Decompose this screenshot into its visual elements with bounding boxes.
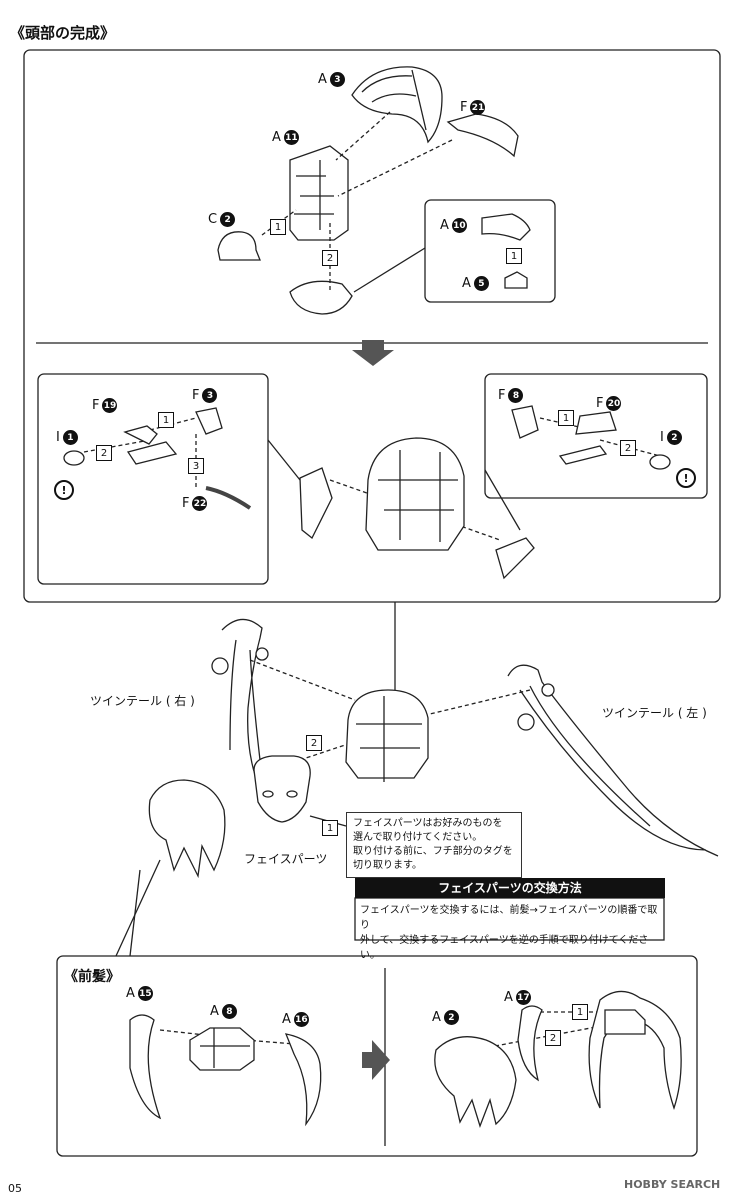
part-number-badge: 15 (137, 986, 153, 1001)
twintail-left-label: ツインテール ( 左 ) (602, 706, 707, 720)
exchange-box-frame (354, 897, 665, 941)
right-arrow-icon (362, 1040, 390, 1080)
step-marker-1: 1 (558, 410, 574, 426)
warning-icon: ! (676, 468, 696, 488)
step-marker-3: 3 (188, 458, 204, 474)
step-marker-2: 2 (322, 250, 338, 266)
warning-icon: ! (54, 480, 74, 500)
part-number-badge: 16 (293, 1012, 309, 1027)
step-marker-2: 2 (545, 1030, 561, 1046)
part-number-badge: 19 (102, 398, 118, 413)
face-part-illustration (253, 755, 311, 823)
part-number-badge: 22 (192, 496, 208, 511)
part-number-badge: 2 (666, 430, 682, 445)
note-line: 選んで取り付けてください。 (353, 832, 483, 843)
step-marker-1: 1 (322, 820, 338, 836)
page-number: 05 (8, 1182, 22, 1195)
step-marker-1: 1 (158, 412, 174, 428)
step-marker-2: 2 (96, 445, 112, 461)
step-marker-2: 2 (306, 735, 322, 751)
down-arrow-icon (352, 340, 394, 366)
bangs-part-a16 (284, 1033, 322, 1127)
bangs-part-a15 (129, 1014, 162, 1120)
part-number-badge: 1 (62, 430, 78, 445)
step-marker-2: 2 (620, 440, 636, 456)
bangs-frame (56, 955, 698, 1157)
description-line: フェイスパーツを交換するには、前髪→フェイスパーツの順番で取り (360, 905, 658, 931)
twintail-right-illustration (221, 618, 263, 779)
subassembly-frame-left (37, 373, 269, 585)
jaw-part (289, 280, 353, 315)
head-core-part-a11 (289, 145, 349, 241)
twintail-left-illustration (507, 664, 719, 857)
bangs-core-assembly (588, 990, 682, 1111)
exchange-method-description: フェイスパーツを交換するには、前髪→フェイスパーツの順番で取り 外して、交換する… (360, 903, 660, 963)
head-completion-title: 《頭部の完成》 (10, 24, 116, 42)
part-number-badge: 2 (443, 1010, 459, 1025)
subassembly-frame-top (424, 199, 556, 303)
bangs-part-a8 (189, 1027, 255, 1071)
part-number-badge: 3 (202, 388, 218, 403)
bangs-illustration (148, 779, 226, 879)
visor-part-f21 (446, 113, 519, 158)
note-line: 取り付ける前に、フチ部分のタグを (353, 846, 513, 857)
part-number-badge: 11 (283, 130, 299, 145)
subassembly-frame-right (484, 373, 708, 499)
part-number-badge: 21 (470, 100, 486, 115)
description-line: 外して、交換するフェイスパーツを逆の手順で取り付けてください。 (360, 935, 649, 961)
part-c2 (217, 231, 261, 261)
step-marker-1: 1 (270, 219, 286, 235)
part-number-badge: 10 (451, 218, 467, 233)
bangs-part-a17 (517, 1005, 543, 1082)
bangs-part-a2 (434, 1036, 517, 1128)
helmet-part-a3 (351, 66, 443, 144)
part-number-badge: 5 (473, 276, 489, 291)
note-line: 切り取ります。 (353, 860, 422, 871)
part-number-badge: 17 (515, 990, 531, 1005)
step-marker-1: 1 (572, 1004, 588, 1020)
face-parts-note: フェイスパーツはお好みのものを 選んで取り付けてください。 取り付ける前に、フチ… (346, 812, 522, 878)
part-number-badge: 3 (329, 72, 345, 87)
face-parts-label: フェイスパーツ (244, 852, 328, 866)
exchange-method-heading: フェイスパーツの交換方法 (355, 878, 665, 898)
step-marker-1: 1 (506, 248, 522, 264)
head-assembly-frame (23, 49, 721, 603)
note-line: フェイスパーツはお好みのものを (353, 818, 503, 829)
part-number-badge: 8 (508, 388, 524, 403)
part-number-badge: 8 (221, 1004, 237, 1019)
twintail-right-label: ツインテール ( 右 ) (90, 694, 195, 708)
head-center-assembly (365, 437, 465, 551)
part-number-badge: 2 (220, 212, 236, 227)
bangs-title: 《前髪》 (64, 969, 120, 985)
watermark: HOBBY SEARCH (624, 1178, 721, 1191)
part-number-badge: 20 (606, 396, 622, 411)
